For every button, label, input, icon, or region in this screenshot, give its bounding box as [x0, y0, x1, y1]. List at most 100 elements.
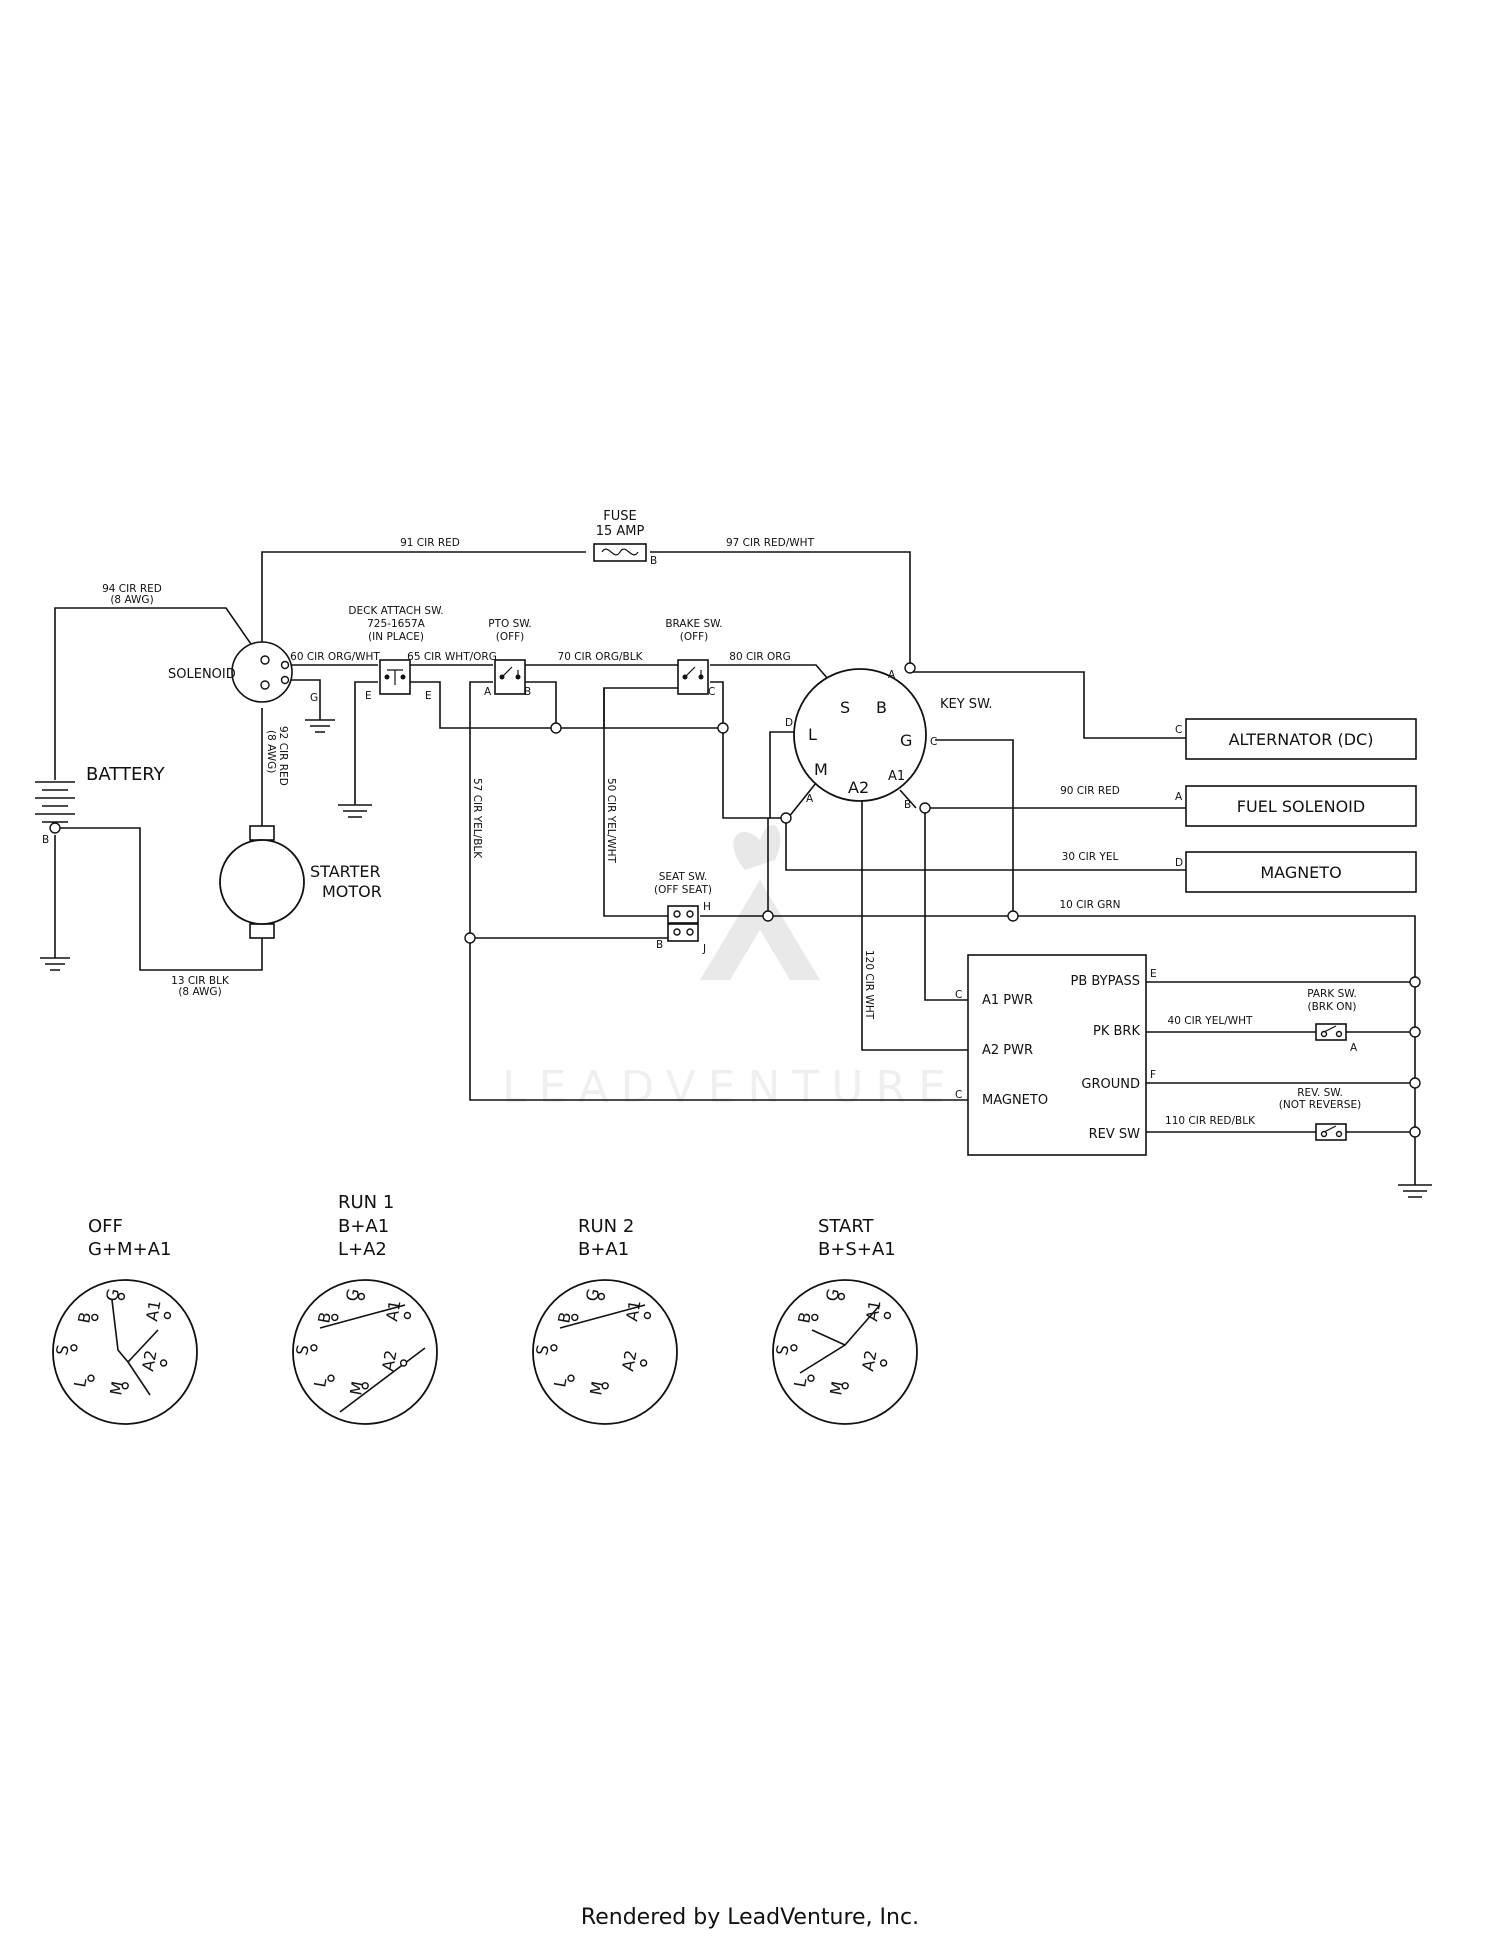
rev-switch-label-1: REV. SW. [1297, 1087, 1343, 1099]
brake-label-1: BRAKE SW. [665, 618, 722, 630]
position-off-combo: G+M+A1 [88, 1239, 171, 1260]
key-position-run2: RUN 2 B+A1 [532, 1216, 678, 1425]
module-pin-c2: C [955, 1089, 962, 1101]
watermark-logo-icon [700, 880, 820, 980]
watermark-text: LEADVENTURE [502, 1062, 958, 1113]
position-run2-combo: B+A1 [578, 1239, 629, 1260]
deck-terminal-e2: E [425, 690, 432, 702]
module-rev-sw: REV SW [1089, 1127, 1141, 1142]
dial-terminal-dot [597, 1292, 606, 1301]
ground-symbols [40, 719, 1432, 1198]
pto-label-1: PTO SW. [488, 618, 532, 630]
dial-terminal-dot [883, 1311, 892, 1320]
module-magneto: MAGNETO [982, 1093, 1048, 1108]
seat-terminal-b: B [656, 939, 663, 951]
key-pin-b: B [904, 799, 911, 811]
magneto-box: MAGNETO D [1175, 851, 1417, 893]
dial-terminal-dot [571, 1313, 579, 1322]
wire-92: 92 CIR RED [277, 726, 289, 786]
solenoid: SOLENOID G [168, 641, 318, 704]
wire-91: 91 CIR RED [400, 537, 460, 549]
key-position-off: OFF G+M+A1 [52, 1216, 198, 1425]
dial-terminal-dot [117, 1292, 126, 1301]
module-ground: GROUND [1081, 1077, 1140, 1092]
dial-terminal-b: B [794, 1311, 815, 1325]
magneto-label: MAGNETO [1260, 863, 1341, 882]
deck-label-1: DECK ATTACH SW. [348, 605, 443, 617]
starter-label-1: STARTER [310, 862, 381, 881]
dial-terminal-l: L [790, 1377, 810, 1389]
dial-terminal-dot [70, 1344, 78, 1352]
alternator-label: ALTERNATOR (DC) [1229, 730, 1374, 749]
dial-terminal-dot [790, 1344, 798, 1352]
dial-terminal-l: L [70, 1377, 90, 1389]
dial-terminal-g: G [102, 1287, 123, 1303]
wire-80: 80 CIR ORG [729, 651, 790, 663]
seat-label-2: (OFF SEAT) [654, 884, 712, 896]
wire-60: 60 CIR ORG/WHT [290, 651, 380, 663]
position-run1-combo-2: L+A2 [338, 1239, 387, 1260]
fuse-terminal-b: B [650, 555, 657, 567]
dial-terminal-a1: A1 [142, 1299, 164, 1323]
brake-switch: BRAKE SW. (OFF) C [665, 618, 722, 698]
dial-terminal-s: S [292, 1343, 312, 1356]
dial-terminal-dot [327, 1374, 335, 1382]
wire-40: 40 CIR YEL/WHT [1168, 1015, 1253, 1027]
dial-terminal-dot [643, 1311, 652, 1320]
dial-terminal-l: L [310, 1377, 330, 1389]
module-pin-e: E [1150, 968, 1157, 980]
dial-terminal-dot [310, 1344, 318, 1352]
dial-terminal-dot [87, 1374, 95, 1382]
battery-terminal-b: B [42, 834, 49, 846]
key-pin-c: C [930, 736, 937, 748]
dial-terminal-l: L [550, 1377, 570, 1389]
dial-terminal-g: G [342, 1287, 363, 1303]
dial-terminal-dot [361, 1382, 369, 1390]
dial-terminal-dot [879, 1359, 888, 1367]
dial-terminal-dot [550, 1344, 558, 1352]
dial-terminal-a2: A2 [858, 1349, 880, 1373]
starter-label-2: MOTOR [322, 882, 382, 901]
module-pin-f: F [1150, 1069, 1156, 1081]
wire-90: 90 CIR RED [1060, 785, 1120, 797]
dial-terminal-s: S [772, 1343, 792, 1356]
wire-13: 13 CIR BLK [171, 975, 230, 987]
wire-97: 97 CIR RED/WHT [726, 537, 815, 549]
wire-labels: 91 CIR RED 97 CIR RED/WHT 94 CIR RED (8 … [102, 537, 1256, 1127]
dial-terminal-s: S [532, 1343, 552, 1356]
wires [54, 551, 1416, 1185]
deck-terminal-e1: E [365, 690, 372, 702]
magneto-pin: D [1175, 857, 1183, 869]
key-position-start: START B+S+A1 [772, 1216, 918, 1425]
park-switch: PARK SW. (BRK ON) A [1307, 988, 1358, 1054]
key-terminal-b: B [876, 698, 887, 717]
wire-92-gauge: (8 AWG) [265, 730, 277, 773]
seat-switch: SEAT SW. (OFF SEAT) H B J [654, 871, 712, 955]
dial-terminal-dot [163, 1311, 172, 1320]
footer-credit: Rendered by LeadVenture, Inc. [580, 1905, 920, 1930]
dial-terminal-dot [357, 1292, 366, 1301]
dial-terminal-a2: A2 [618, 1349, 640, 1373]
deck-label-2: 725-1657A [367, 618, 426, 630]
wire-70: 70 CIR ORG/BLK [558, 651, 644, 663]
dial-terminal-b: B [74, 1311, 95, 1325]
key-terminal-g: G [900, 731, 912, 750]
dial-terminal-g: G [582, 1287, 603, 1303]
module-pb-bypass: PB BYPASS [1071, 974, 1140, 989]
starter-motor: STARTER MOTOR [219, 825, 382, 939]
position-run1-combo-1: B+A1 [338, 1216, 389, 1237]
fuel-solenoid-box: FUEL SOLENOID A [1175, 785, 1417, 827]
dial-terminal-dot [841, 1382, 849, 1390]
seat-label-1: SEAT SW. [659, 871, 708, 883]
wire-94-gauge: (8 AWG) [110, 594, 153, 606]
position-start-title: START [818, 1216, 875, 1237]
dial-terminal-a1: A1 [622, 1299, 644, 1323]
position-run1-title: RUN 1 [338, 1192, 394, 1213]
wire-10: 10 CIR GRN [1059, 899, 1120, 911]
key-terminal-m: M [814, 760, 828, 779]
solenoid-label: SOLENOID [168, 667, 236, 682]
dial-terminal-dot [811, 1313, 819, 1322]
key-terminal-s: S [840, 698, 850, 717]
